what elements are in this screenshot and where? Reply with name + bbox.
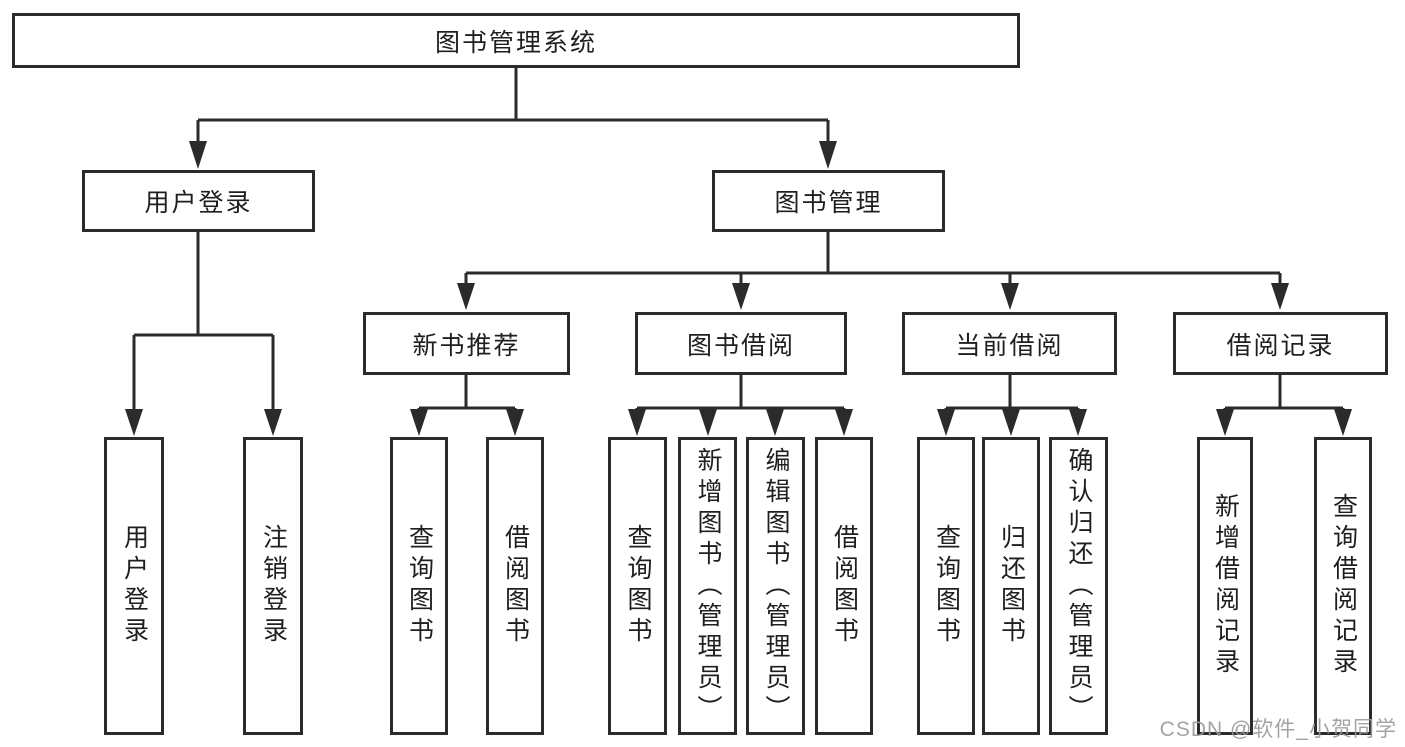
arrowhead-down-icon xyxy=(937,409,955,436)
arrowhead-down-icon xyxy=(732,283,750,310)
connector-root-to-branches xyxy=(189,68,837,169)
arrowhead-down-icon xyxy=(1334,409,1352,436)
arrowhead-down-icon xyxy=(1002,409,1020,436)
node-library-system: 图书管理系统 xyxy=(12,13,1020,68)
connector-book-borrow-to-leaves xyxy=(628,375,853,436)
leaf-query-books-borrow: 查询图书 xyxy=(608,437,667,735)
leaf-user-login: 用户登录 xyxy=(104,437,164,735)
leaf-return-books: 归还图书 xyxy=(982,437,1040,735)
arrowhead-down-icon xyxy=(819,141,837,169)
leaf-borrow-books-recommend: 借阅图书 xyxy=(486,437,544,735)
leaf-borrow-books: 借阅图书 xyxy=(815,437,873,735)
node-book-management: 图书管理 xyxy=(712,170,945,232)
arrowhead-down-icon xyxy=(835,409,853,436)
arrowhead-down-icon xyxy=(1216,409,1234,436)
arrowhead-down-icon xyxy=(628,409,646,436)
connector-new-book-recommend-to-leaves xyxy=(410,375,524,436)
connector-book-management-to-sections xyxy=(457,232,1289,310)
leaf-add-borrow-record: 新增借阅记录 xyxy=(1197,437,1253,735)
arrowhead-down-icon xyxy=(1069,409,1087,436)
arrowhead-down-icon xyxy=(189,141,207,169)
leaf-logout: 注销登录 xyxy=(243,437,303,735)
leaf-query-borrow-record: 查询借阅记录 xyxy=(1314,437,1372,735)
arrowhead-down-icon xyxy=(457,283,475,310)
connector-borrow-records-to-leaves xyxy=(1216,375,1352,436)
arrowhead-down-icon xyxy=(410,409,428,436)
connector-user-login-to-leaves xyxy=(125,232,282,436)
node-book-borrow: 图书借阅 xyxy=(635,312,847,375)
leaf-confirm-return-admin: 确认归还（管理员） xyxy=(1049,437,1108,735)
leaf-query-books-recommend: 查询图书 xyxy=(390,437,448,735)
arrowhead-down-icon xyxy=(264,409,282,436)
node-current-borrow: 当前借阅 xyxy=(902,312,1117,375)
csdn-watermark: CSDN @软件_小贺同学 xyxy=(1159,718,1397,741)
leaf-query-books-current: 查询图书 xyxy=(917,437,975,735)
node-borrow-records: 借阅记录 xyxy=(1173,312,1388,375)
arrowhead-down-icon xyxy=(125,409,143,436)
arrowhead-down-icon xyxy=(766,409,784,436)
leaf-add-books-admin: 新增图书（管理员） xyxy=(678,437,737,735)
node-new-book-recommend: 新书推荐 xyxy=(363,312,570,375)
leaf-edit-books-admin: 编辑图书（管理员） xyxy=(746,437,805,735)
arrowhead-down-icon xyxy=(506,409,524,436)
arrowhead-down-icon xyxy=(1271,283,1289,310)
arrowhead-down-icon xyxy=(699,409,717,436)
arrowhead-down-icon xyxy=(1001,283,1019,310)
node-user-login: 用户登录 xyxy=(82,170,315,232)
connector-current-borrow-to-leaves xyxy=(937,375,1087,436)
